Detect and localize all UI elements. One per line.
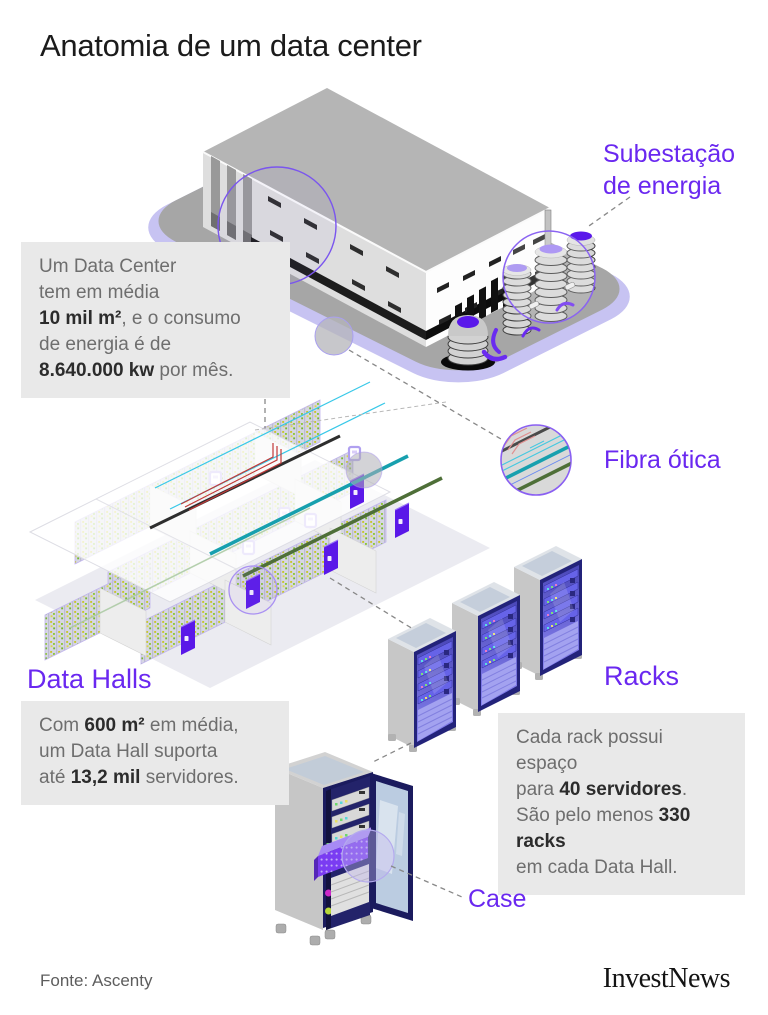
substation-label: Subestação de energia: [603, 138, 735, 202]
hall-ridge-dashed: [254, 401, 447, 431]
substation-label-line2: de energia: [603, 172, 722, 200]
connector-datahalls-racks: [329, 577, 414, 630]
hall-roof-sheet: [28, 421, 392, 603]
page-title: Anatomia de um data center: [40, 28, 422, 63]
server-case-cabinet-illustration: [275, 752, 413, 946]
rack-cabinet-2: [451, 581, 521, 717]
case-left-face: [275, 768, 323, 930]
substation-wires: [481, 301, 575, 362]
case-label: Case: [468, 885, 527, 913]
fiber-label: Fibra ótica: [604, 446, 721, 474]
case-unit: [314, 827, 372, 881]
fiber-optic-magnifier: [500, 424, 572, 496]
connector-case-label: [390, 865, 463, 898]
rack-callout: Cada rack possui espaço para 40 servidor…: [498, 713, 745, 895]
transformer-small: [447, 315, 489, 366]
door-highlight-circle: [228, 565, 278, 615]
corridor-dot-circle: [345, 451, 383, 489]
substation-highlight-circle: [502, 230, 596, 324]
substation-cylinders: [441, 231, 596, 371]
case-interior: [325, 786, 370, 930]
data-halls-label: Data Halls: [27, 664, 152, 694]
transformer-2: [534, 244, 568, 322]
racks-label: Racks: [604, 661, 680, 691]
rack-cabinet-3: [513, 545, 583, 681]
building-callout: Um Data Center tem em média 10 mil m², e…: [21, 242, 290, 398]
case-highlight-circle: [341, 829, 395, 883]
transformer-1: [502, 264, 532, 336]
substation-label-line1: Subestação: [603, 140, 736, 168]
data-hall-callout: Com 600 m² em média, um Data Hall suport…: [21, 701, 289, 805]
source-credit: Fonte: Ascenty: [40, 971, 153, 990]
fiber-source-dot-circle: [314, 316, 354, 356]
building-windows-left: [268, 196, 401, 313]
connector-racks-case: [372, 742, 412, 763]
brand-logo: InvestNews: [602, 963, 731, 994]
transformer-3: [566, 231, 596, 294]
rack-cabinet-1: [387, 617, 457, 753]
data-halls-illustration: [28, 381, 490, 688]
connector-fiber: [348, 349, 502, 440]
data-center-building-illustration: [148, 88, 630, 383]
